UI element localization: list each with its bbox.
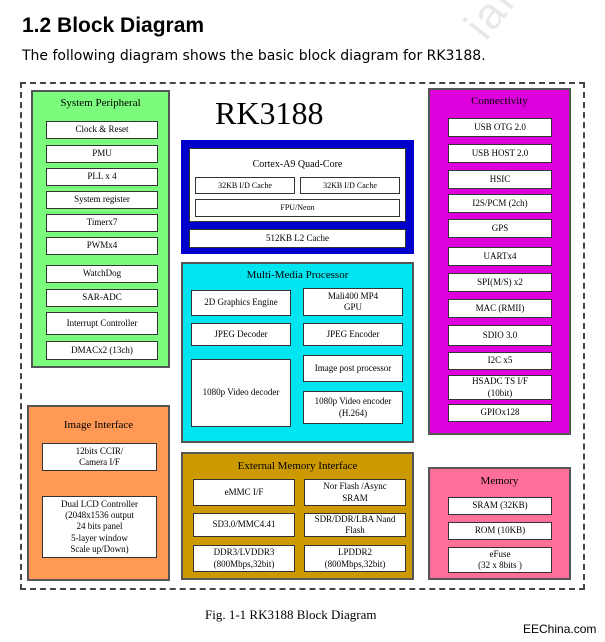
multimedia-title: Multi-Media Processor	[246, 269, 349, 281]
mm-2d-graphics: 2D Graphics Engine	[191, 290, 291, 316]
sp-pll: PLL x 4	[46, 168, 158, 186]
emi-ddr3: DDR3/LVDDR3 (800Mbps,32bit)	[193, 545, 295, 572]
corner-mark: EEChina.com	[523, 622, 597, 636]
mm-image-post-processor: Image post processor	[303, 355, 403, 382]
memory-title: Memory	[480, 475, 519, 487]
conn-usb-otg: USB OTG 2.0	[448, 118, 552, 137]
emi-sd-mmc: SD3.0/MMC4.41	[193, 513, 295, 537]
external-memory-block: External Memory Interface eMMC I/F Nor F…	[181, 452, 414, 580]
sp-pwm: PWMx4	[46, 237, 158, 255]
sp-timer: Timerx7	[46, 214, 158, 232]
intro-text: The following diagram shows the basic bl…	[22, 48, 486, 64]
sp-pmu: PMU	[46, 145, 158, 163]
conn-sdio: SDIO 3.0	[448, 325, 552, 346]
emi-emmc: eMMC I/F	[193, 479, 295, 506]
memory-block: Memory SRAM (32KB) ROM (10KB) eFuse (32 …	[428, 467, 571, 580]
image-interface-title: Image Interface	[63, 419, 134, 431]
cortex-a9-block: Cortex-A9 Quad-Core 32KB I/D Cache 32KB …	[181, 140, 414, 254]
img-lcd-controller: Dual LCD Controller (2048x1536 output 24…	[42, 496, 157, 558]
sp-watchdog: WatchDog	[46, 265, 158, 283]
mm-mali-gpu: Mali400 MP4 GPU	[303, 288, 403, 316]
mm-jpeg-decoder: JPEG Decoder	[191, 323, 291, 346]
conn-i2s-pcm: I2S/PCM (2ch)	[448, 194, 552, 213]
mem-rom: ROM (10KB)	[448, 522, 552, 540]
mem-efuse: eFuse (32 x 8bits )	[448, 547, 552, 573]
sp-interrupt-controller: Interrupt Controller	[46, 312, 158, 335]
emi-nand-flash: SDR/DDR/LBA Nand Flash	[304, 513, 406, 537]
img-camera-if: 12bits CCIR/ Camera I/F	[42, 443, 157, 471]
conn-i2c: I2C x5	[448, 352, 552, 370]
conn-hsic: HSIC	[448, 170, 552, 189]
conn-usb-host: USB HOST 2.0	[448, 144, 552, 163]
system-peripheral-title: System Peripheral	[60, 97, 141, 109]
watermark: ial	[455, 0, 525, 49]
conn-hsadc: HSADC TS I/F (10bit)	[448, 375, 552, 400]
sp-clock-reset: Clock & Reset	[46, 121, 158, 139]
conn-mac: MAC (RMII)	[448, 299, 552, 318]
mm-jpeg-encoder: JPEG Encoder	[303, 323, 403, 346]
diagram-outer-frame	[20, 82, 585, 590]
cortex-dcache: 32KB I/D Cache	[300, 177, 400, 194]
image-interface-block: Image Interface 12bits CCIR/ Camera I/F …	[27, 405, 170, 581]
multimedia-processor-block: Multi-Media Processor 2D Graphics Engine…	[181, 262, 414, 443]
sp-sar-adc: SAR-ADC	[46, 289, 158, 307]
cortex-title: Cortex-A9 Quad-Core	[252, 159, 343, 170]
cortex-icache: 32KB I/D Cache	[195, 177, 295, 194]
section-heading: 1.2 Block Diagram	[22, 14, 205, 37]
conn-gpio: GPIOx128	[448, 404, 552, 422]
conn-spi: SPI(M/S) x2	[448, 273, 552, 292]
sp-dmac: DMACx2 (13ch)	[46, 341, 158, 360]
emi-nor-flash: Nor Flash /Async SRAM	[304, 479, 406, 506]
mem-sram: SRAM (32KB)	[448, 497, 552, 515]
external-memory-title: External Memory Interface	[237, 460, 358, 472]
cortex-inner-panel: Cortex-A9 Quad-Core 32KB I/D Cache 32KB …	[189, 148, 406, 222]
connectivity-block: Connectivity USB OTG 2.0 USB HOST 2.0 HS…	[428, 88, 571, 435]
connectivity-title: Connectivity	[471, 95, 528, 107]
emi-lpddr2: LPDDR2 (800Mbps,32bit)	[304, 545, 406, 572]
figure-caption: Fig. 1-1 RK3188 Block Diagram	[205, 607, 377, 622]
cortex-l2-cache: 512KB L2 Cache	[189, 229, 406, 248]
mm-video-decoder: 1080p Video decoder	[191, 359, 291, 427]
system-peripheral-block: System Peripheral Clock & Reset PMU PLL …	[31, 90, 170, 368]
conn-gps: GPS	[448, 219, 552, 238]
cortex-fpu: FPU/Neon	[195, 199, 400, 217]
mm-video-encoder: 1080p Video encoder (H.264)	[303, 391, 403, 424]
conn-uart: UARTx4	[448, 247, 552, 266]
sp-system-register: System register	[46, 191, 158, 209]
chip-name: RK3188	[215, 95, 324, 131]
